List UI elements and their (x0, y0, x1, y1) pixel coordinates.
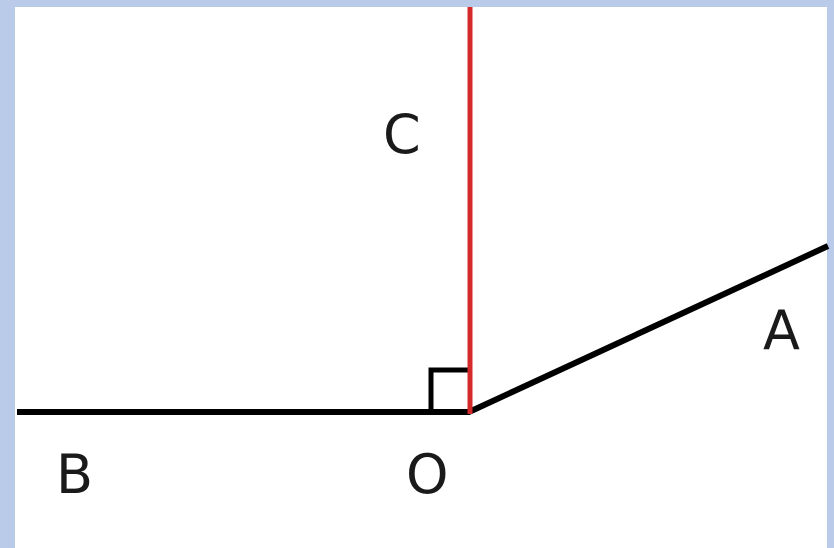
diagram-canvas (15, 7, 827, 548)
right-angle-marker (428, 367, 469, 412)
label-c: C (383, 103, 421, 166)
ray-oa (467, 243, 830, 415)
label-o: O (406, 443, 449, 506)
label-b: B (56, 443, 94, 506)
label-a: A (763, 299, 800, 362)
